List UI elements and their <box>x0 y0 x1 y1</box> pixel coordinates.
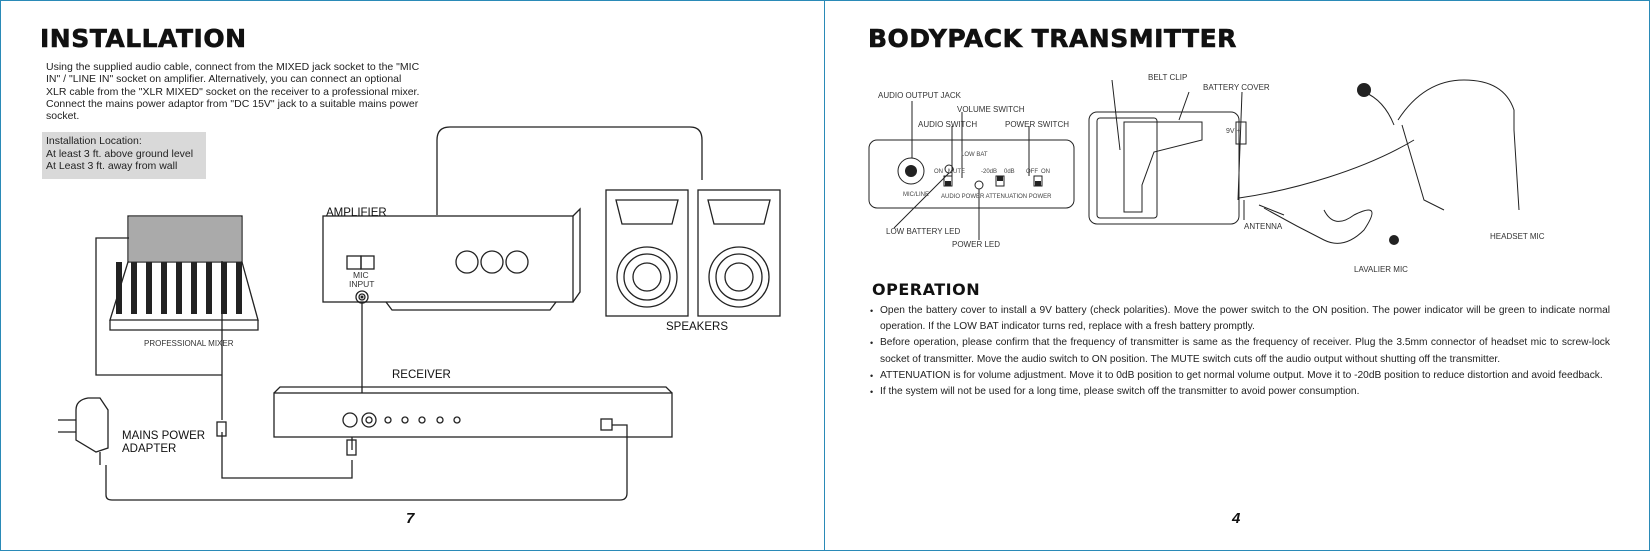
panel-mute-text: MUTE <box>948 169 965 175</box>
battery-polarity-text: 9V + <box>1226 128 1241 135</box>
operation-item: ATTENUATION is for volume adjustment. Mo… <box>870 368 1610 384</box>
lavalier-mic-label: LAVALIER MIC <box>1354 265 1408 274</box>
operation-item: If the system will not be used for a lon… <box>870 384 1610 400</box>
panel-minus20db-text: -20dB <box>981 169 998 175</box>
panel-0db-text: 0dB <box>1004 169 1015 175</box>
panel-low-bat-text: LOW BAT <box>961 152 988 158</box>
volume-switch-label: VOLUME SWITCH <box>957 105 1025 114</box>
panel-row-text: AUDIO POWER ATTENUATION POWER <box>941 194 1052 200</box>
power-led-label: POWER LED <box>952 240 1001 249</box>
amplifier-label: AMPLIFIER <box>326 207 387 219</box>
location-heading: Installation Location: <box>46 135 142 147</box>
installation-intro: Using the supplied audio cable, connect … <box>46 61 420 123</box>
installation-location-box: Installation Location: At least 3 ft. ab… <box>42 132 206 179</box>
panel-on-text: ON <box>934 169 943 175</box>
mains-power-label-1: MAINS POWER <box>122 430 206 442</box>
mains-power-label-2: ADAPTER <box>122 443 177 455</box>
antenna-label: ANTENNA <box>1244 222 1283 231</box>
low-battery-led-label: LOW BATTERY LED <box>886 227 961 236</box>
operation-item: Open the battery cover to install a 9V b… <box>870 303 1610 335</box>
bodypack-title: BODYPACK TRANSMITTER <box>868 24 1237 54</box>
installation-title: INSTALLATION <box>40 24 247 54</box>
panel-mic-line-text: MIC/LINE <box>903 192 930 198</box>
panel-off-text: OFF <box>1026 169 1038 175</box>
location-height: At least 3 ft. above ground level <box>46 147 194 160</box>
power-switch-label: POWER SWITCH <box>1005 120 1069 129</box>
audio-output-jack-label: AUDIO OUTPUT JACK <box>878 91 961 100</box>
operation-title: OPERATION <box>872 280 981 299</box>
page-divider <box>824 0 825 551</box>
professional-mixer-label: PROFESSIONAL MIXER <box>144 339 234 348</box>
battery-cover-label: BATTERY COVER <box>1203 83 1270 92</box>
installation-diagram <box>58 126 781 501</box>
panel-on2-text: ON <box>1041 169 1050 175</box>
operation-list: Open the battery cover to install a 9V b… <box>870 303 1610 400</box>
mic-input-label-1: MIC <box>353 270 369 280</box>
left-page-number: 7 <box>406 510 415 527</box>
right-page-number: 4 <box>1232 510 1241 527</box>
operation-item: Before operation, please confirm that th… <box>870 335 1610 367</box>
transmitter-diagram <box>868 79 1520 245</box>
headset-mic-label: HEADSET MIC <box>1490 232 1545 241</box>
mic-input-label-2: INPUT <box>349 279 375 289</box>
belt-clip-label: BELT CLIP <box>1148 73 1188 82</box>
location-wall: At Least 3 ft. away from wall <box>46 160 178 172</box>
audio-switch-label: AUDIO SWITCH <box>918 120 978 129</box>
receiver-label: RECEIVER <box>392 369 451 381</box>
speakers-label: SPEAKERS <box>666 321 728 333</box>
